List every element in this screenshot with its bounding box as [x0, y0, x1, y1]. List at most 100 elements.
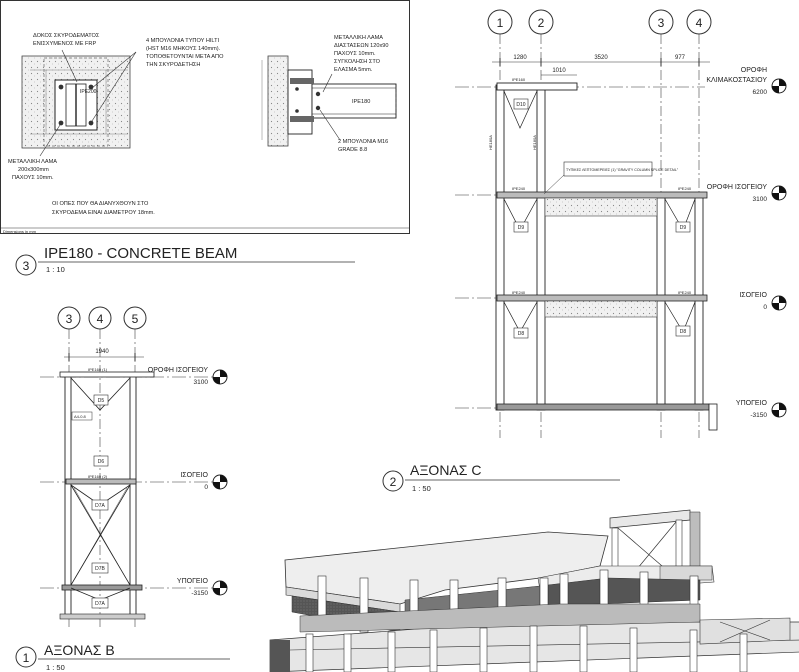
- columns-c: [495, 84, 704, 411]
- tag-b-4: D7B: [95, 566, 105, 572]
- member-b-3: A4-0.8: [74, 414, 87, 419]
- level-c-1-name2: ΚΛΙΜΑΚΟΣΤΑΣΙΟΥ: [706, 77, 767, 84]
- level-markers-c: ΟΡΟΦΗ ΚΛΙΜΑΚΟΣΤΑΣΙΟΥ 6200 ΟΡΟΦΗ ΙΣΟΓΕΙΟΥ…: [706, 67, 787, 419]
- view-2-title: ΑΞΟΝΑΣ C: [410, 462, 481, 478]
- grid-b-axis-5: 5: [132, 312, 139, 326]
- view-title-3: 3 IPE180 - CONCRETE BEAM 1 : 10: [15, 245, 355, 276]
- note-holes-2: ΣΚΥΡΟΔΕΜΑ ΕΙΝΑΙ ΔΙΑΜΕΤΡΟΥ 18mm.: [52, 210, 155, 216]
- grid-bubbles-b: 3 4 5: [57, 306, 147, 330]
- level-c-4: ΥΠΟΓΕΙΟ -3150: [736, 400, 787, 419]
- dim-c-2: 3520: [594, 55, 608, 61]
- level-c-4-name: ΥΠΟΓΕΙΟ: [736, 400, 768, 407]
- member-c-1: IPE160: [512, 77, 526, 82]
- dim-c-sub: 1010: [552, 68, 566, 74]
- elevation-axis-c: 1 2 3 4 1280 3520 977 1010: [455, 9, 787, 438]
- view-2-scale: 1 : 50: [412, 484, 431, 493]
- level-c-2-name: ΟΡΟΦΗ ΙΣΟΓΕΙΟΥ: [707, 184, 768, 191]
- view-3-scale: 1 : 10: [46, 265, 65, 274]
- member-c-6: HE180A: [488, 135, 493, 150]
- member-b-2: IPE160 (2): [88, 474, 108, 479]
- tag-b-1: D5: [98, 398, 105, 404]
- level-c-1: ΟΡΟΦΗ ΚΛΙΜΑΚΟΣΤΑΣΙΟΥ 6200: [706, 67, 787, 96]
- dims-c: 1280 3520 977 1010: [492, 55, 710, 76]
- member-tags-c: D10 D9 D9 D8 D8: [513, 98, 691, 339]
- note-left-plate-3: ΠΑΧΟΥΣ 10mm.: [12, 175, 54, 181]
- level-c-2: ΟΡΟΦΗ ΙΣΟΓΕΙΟΥ 3100: [707, 184, 787, 203]
- tag-c-4: D8: [518, 331, 525, 337]
- tag-c-2: D9: [518, 225, 525, 231]
- member-c-5: IPE240: [678, 290, 692, 295]
- axonometric-3d-view: [269, 509, 799, 672]
- view-1-number: 1: [23, 651, 30, 665]
- member-c-2: IPE240: [512, 186, 526, 191]
- note-plate: ΜΕΤΑΛΛΙΚΗ ΛΑΜΑ: [334, 35, 383, 41]
- view-3-number: 3: [23, 259, 30, 273]
- view-title-1: 1 ΑΞΟΝΑΣ B 1 : 50: [15, 642, 230, 672]
- member-b-1: IPE160 (1): [88, 367, 108, 372]
- note-beam-2: ΕΝΙΣΧΥΜΕΝΟΣ ΜΕ FRP: [33, 41, 96, 47]
- note-left-plate: ΜΕΤΑΛΛΙΚΗ ΛΑΜΑ: [8, 159, 57, 165]
- grid-c-axis-1: 1: [497, 16, 504, 30]
- level-b-2-name: ΙΣΟΓΕΙΟ: [180, 472, 208, 479]
- view-1-scale: 1 : 50: [46, 663, 65, 672]
- note-plate-3: ΠΑΧΟΥΣ 10mm.: [334, 51, 376, 57]
- ipe180-label: IPE180: [352, 99, 370, 105]
- dims-footer: Dimensions in mm: [3, 229, 37, 234]
- grid-c-axis-3: 3: [658, 16, 665, 30]
- dim-c-3: 977: [675, 55, 686, 61]
- level-b-1-value: 3100: [194, 379, 209, 386]
- view-title-2: 2 ΑΞΟΝΑΣ C 1 : 50: [382, 462, 620, 493]
- note-m16: 2 ΜΠΟΥΛΟΝΙΑ M16: [338, 139, 388, 145]
- view-2-number: 2: [390, 475, 397, 489]
- grid-b-axis-3: 3: [66, 312, 73, 326]
- level-c-1-name: ΟΡΟΦΗ: [741, 67, 767, 74]
- tag-b-5: D7A: [95, 601, 105, 607]
- note-bolts: 4 ΜΠΟΥΛΟΝΙΑ ΤΥΠΟΥ HILTI: [146, 38, 220, 44]
- note-beam: ΔΟΚΟΣ ΣΚΥΡΟΔΕΜΑΤΟΣ: [33, 33, 100, 39]
- note-bolts-2: (HST M16 ΜΗΚΟΥΣ 140mm).: [146, 46, 221, 52]
- dim-c-1: 1280: [513, 55, 527, 61]
- note-plate-5: ΕΛΑΣΜΑ 5mm.: [334, 67, 373, 73]
- callout-c: ΤΥΠΙΚΕΣ ΛΕΠΤΟΜΕΡΕΙΕΣ (1) "GRAVITY COLUMN…: [566, 168, 679, 172]
- tag-c-5: D8: [680, 329, 687, 335]
- tag-b-2: D6: [98, 459, 105, 465]
- view-3-title: IPE180 - CONCRETE BEAM: [44, 245, 237, 262]
- level-b-3-value: -3150: [191, 590, 208, 597]
- note-left-plate-2: 200x300mm: [18, 167, 49, 173]
- note-plate-2: ΔΙΑΣΤΑΣΕΩΝ 120x90: [334, 43, 389, 49]
- detail-sheet: Dimensions in mm IPE200 ΔΟΚΟΣ ΣΚΥΡΟΔΕΜΑΤ…: [0, 0, 410, 234]
- splice-callout: ΤΥΠΙΚΕΣ ΛΕΠΤΟΜΕΡΕΙΕΣ (1) "GRAVITY COLUMN…: [543, 161, 679, 195]
- view-1-title: ΑΞΟΝΑΣ B: [44, 642, 115, 658]
- grid-c-axis-2: 2: [538, 16, 545, 30]
- elevation-axis-b: 3 4 5 1940: [40, 306, 228, 630]
- level-c-1-value: 6200: [753, 89, 768, 96]
- level-c-3-name: ΙΣΟΓΕΙΟ: [739, 292, 767, 299]
- level-b-3-name: ΥΠΟΓΕΙΟ: [177, 578, 209, 585]
- member-c-7: HE180A: [532, 135, 537, 150]
- tag-c-3: D9: [680, 225, 687, 231]
- note-m16-2: GRADE 8.8: [338, 147, 367, 153]
- tag-b-3: D7A: [95, 503, 105, 509]
- ipe200-label: IPE200: [80, 89, 97, 95]
- level-c-3-value: 0: [763, 304, 767, 311]
- level-b-1-name: ΟΡΟΦΗ ΙΣΟΓΕΙΟΥ: [148, 367, 209, 374]
- beam-elevation-detail: IPE180: [261, 55, 397, 147]
- grid-c-axis-4: 4: [696, 16, 703, 30]
- note-bolts-3: ΤΟΠΟΘΕΤΟΥΝΤΑΙ ΜΕΤΑ ΑΠΟ: [146, 54, 224, 60]
- note-holes: ΟΙ ΟΠΕΣ ΠΟΥ ΘΑ ΔΙΑΝΥΧΘΟΥΝ ΣΤΟ: [52, 201, 149, 207]
- grid-bubbles-c: 1 2 3 4: [487, 9, 712, 35]
- note-plate-4: ΣΥΓΚΟΛΗΣΗ ΣΤΟ: [334, 59, 381, 65]
- level-b-2-value: 0: [204, 484, 208, 491]
- level-c-2-value: 3100: [753, 196, 768, 203]
- level-c-4-value: -3150: [750, 412, 767, 419]
- dim-b: 1940: [95, 349, 109, 355]
- member-c-3: IPE240: [678, 186, 692, 191]
- beam-section-detail: IPE200: [21, 49, 137, 157]
- tag-c-1: D10: [516, 102, 525, 108]
- member-c-4: IPE240: [512, 290, 526, 295]
- level-c-3: ΙΣΟΓΕΙΟ 0: [739, 292, 787, 311]
- level-markers-b: ΟΡΟΦΗ ΙΣΟΓΕΙΟΥ 3100 ΙΣΟΓΕΙΟ 0 ΥΠΟΓΕΙΟ -3…: [148, 367, 228, 597]
- grid-b-axis-4: 4: [97, 312, 104, 326]
- note-bolts-4: ΤΗΝ ΣΚΥΡΟΔΕΤΗΣΗ: [146, 62, 200, 68]
